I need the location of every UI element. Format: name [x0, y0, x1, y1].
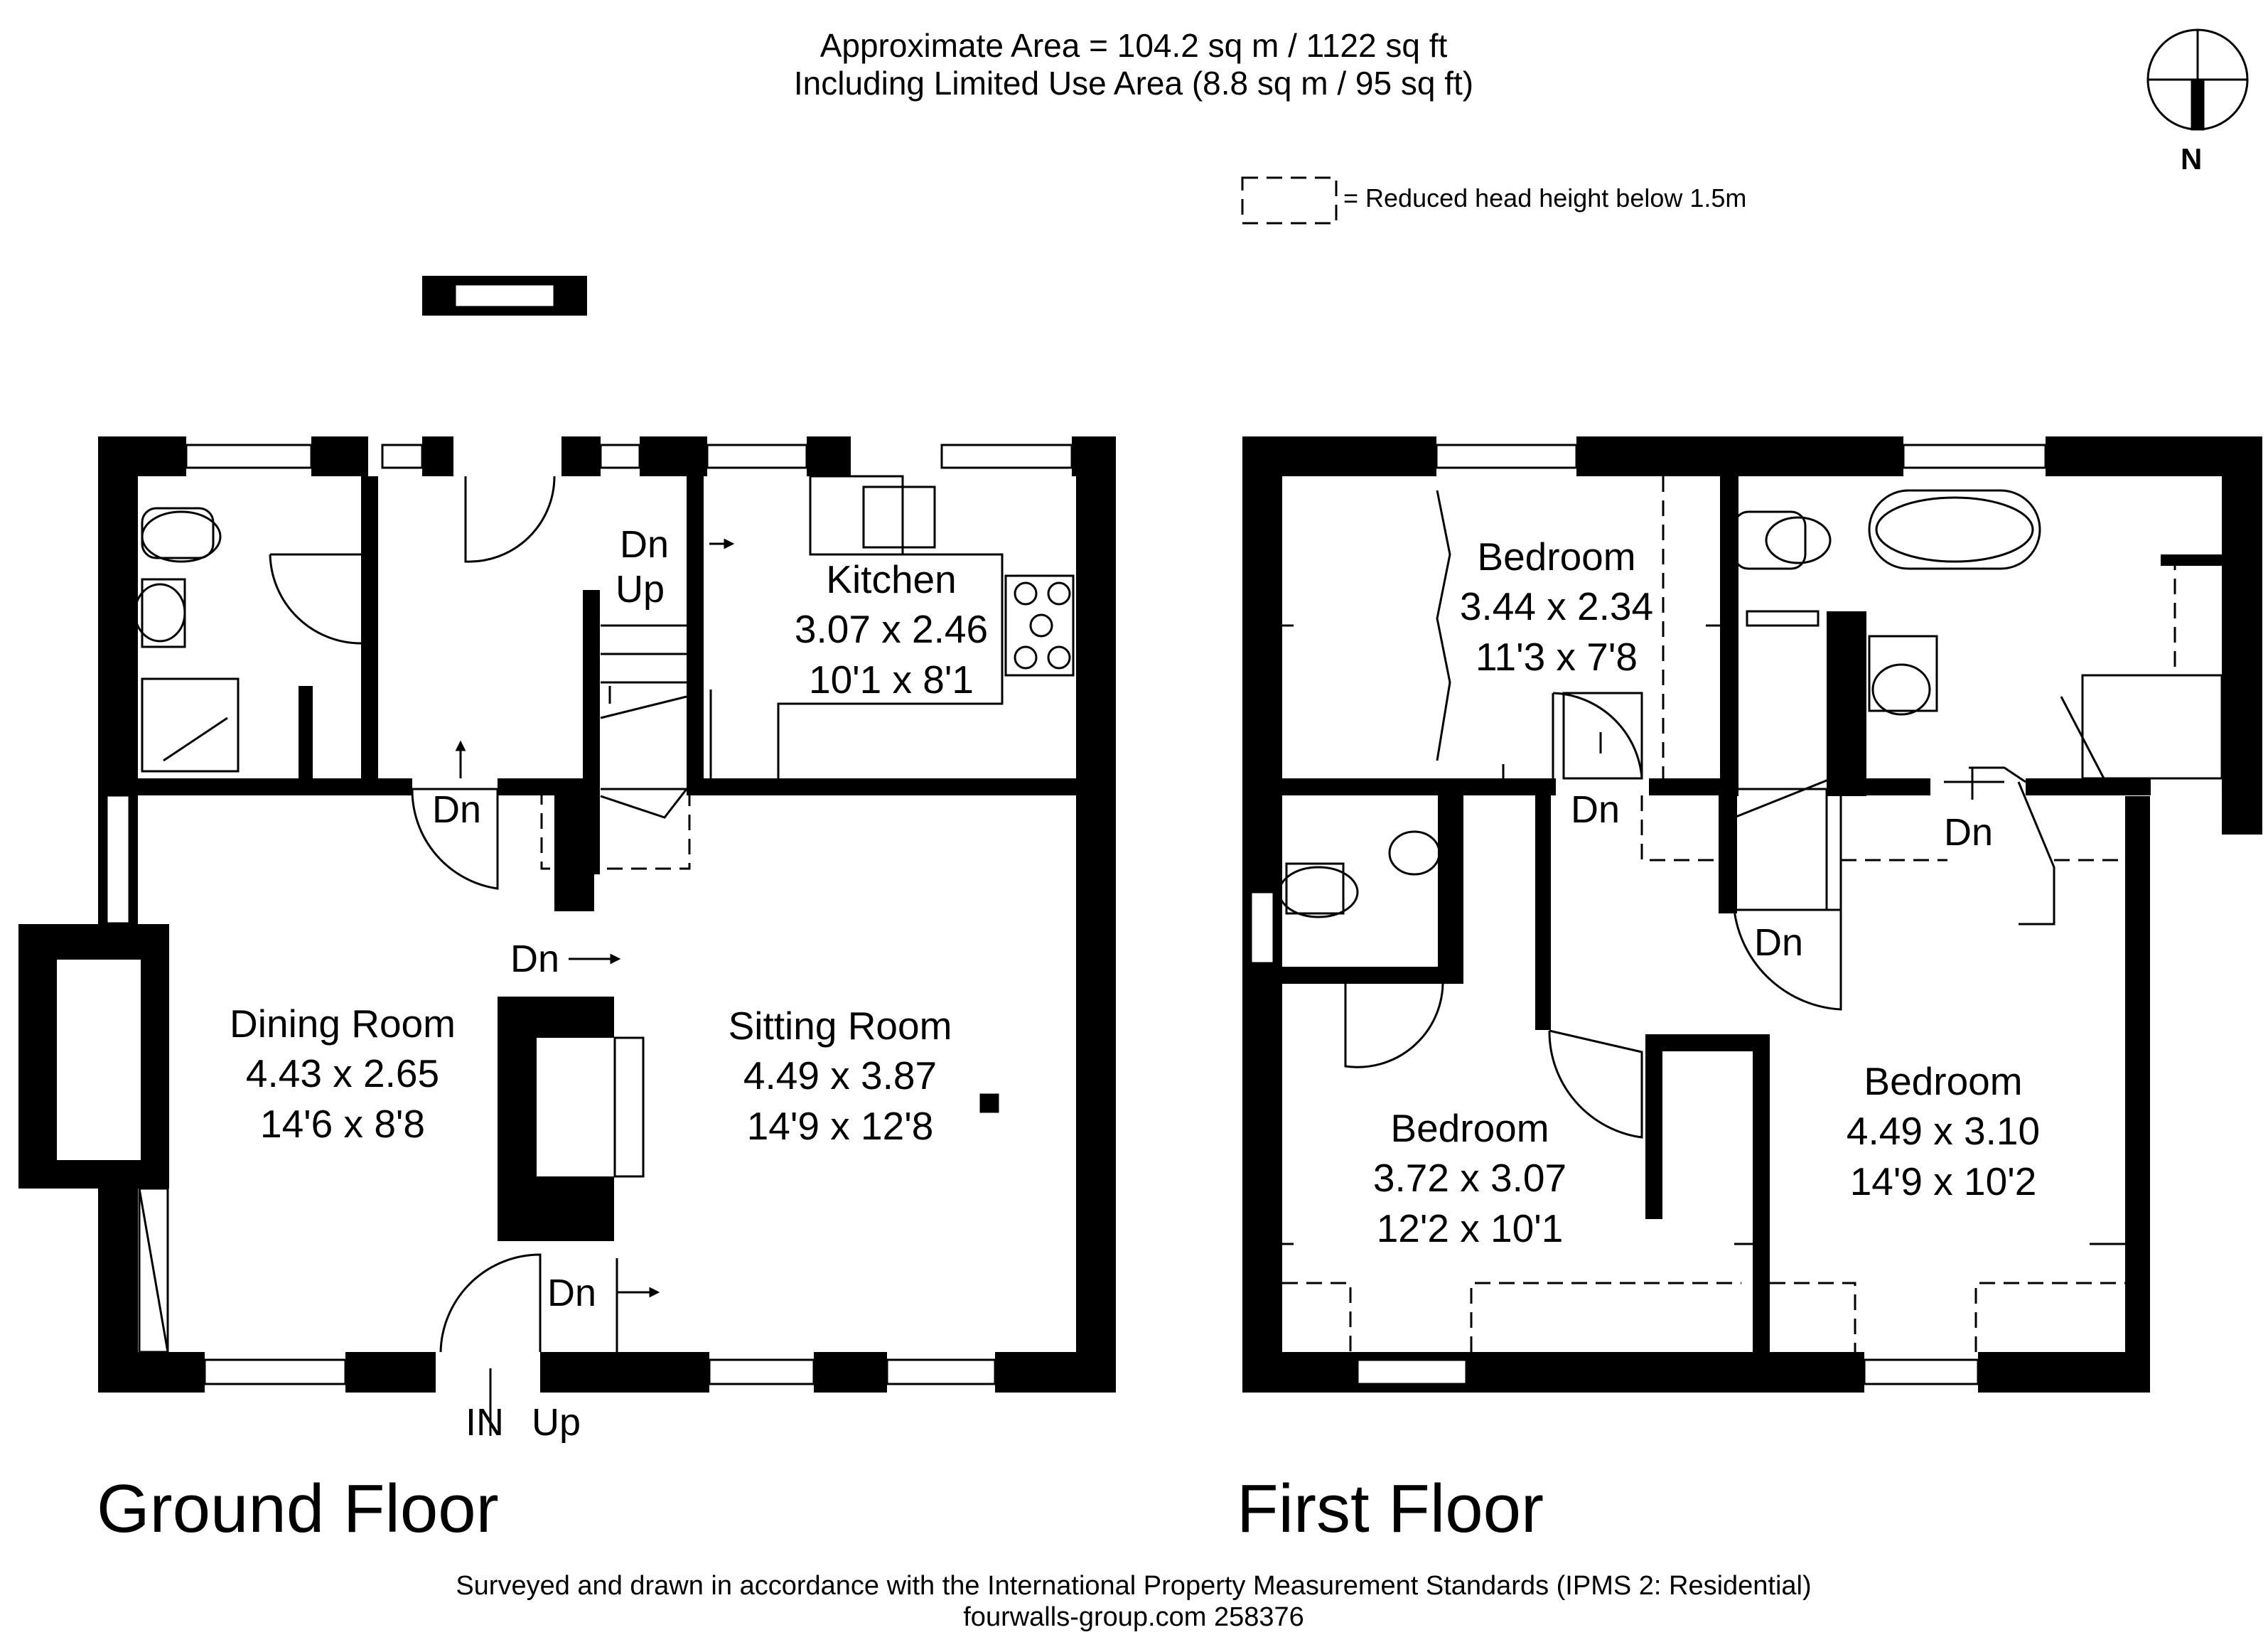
room-label-kitchen: Kitchen 3.07 x 2.46 10'1 x 8'1 — [795, 554, 988, 704]
room-imperial: 14'9 x 12'8 — [746, 1103, 934, 1148]
limited-use-line: Including Limited Use Area (8.8 sq m / 9… — [793, 64, 1474, 102]
stairs-up-label: Up — [616, 568, 665, 611]
step-down-label: Dn — [1944, 811, 1994, 854]
first-floor-plan — [1242, 436, 2262, 1393]
area-summary: Approximate Area = 104.2 sq m / 1122 sq … — [794, 27, 1473, 102]
stairs-down-label: Dn — [620, 523, 670, 566]
room-imperial: 12'2 x 10'1 — [1376, 1206, 1564, 1250]
step-down-label: Dn — [1571, 788, 1621, 831]
stairs-down-label: Dn — [1754, 921, 1804, 964]
entrance-label: IN — [466, 1401, 504, 1444]
room-imperial: 10'1 x 8'1 — [808, 657, 974, 702]
ground-floor-fixtures — [134, 475, 1075, 1353]
room-metric: 4.43 x 2.65 — [245, 1051, 440, 1096]
ground-floor-markers — [455, 538, 999, 1436]
room-metric: 3.07 x 2.46 — [794, 607, 989, 652]
room-metric: 3.72 x 3.07 — [1372, 1156, 1567, 1201]
room-imperial: 14'6 x 8'8 — [259, 1101, 426, 1146]
compass-north-label: N — [2181, 142, 2203, 176]
room-imperial: 11'3 x 7'8 — [1476, 634, 1638, 679]
footer: Surveyed and drawn in accordance with th… — [456, 1571, 1811, 1633]
step-up-label: Up — [532, 1401, 581, 1444]
footer-reference: fourwalls-group.com 258376 — [963, 1602, 1304, 1632]
room-imperial: 14'9 x 10'2 — [1849, 1159, 2037, 1203]
first-floor-fixtures — [1278, 489, 2223, 1217]
ground-floor-windows — [105, 444, 1073, 1385]
room-name: Bedroom — [1390, 1106, 1549, 1150]
area-line: Approximate Area = 104.2 sq m / 1122 sq … — [819, 27, 1448, 64]
window-key-symbol — [422, 276, 587, 316]
room-label-bedroom: Bedroom 3.72 x 3.07 12'2 x 10'1 — [1373, 1103, 1566, 1253]
step-down-label: Dn — [510, 938, 560, 980]
first-floor-windows — [1249, 444, 2047, 1385]
ground-floor-reduced-height — [540, 789, 691, 870]
footer-standard: Surveyed and drawn in accordance with th… — [456, 1571, 1812, 1601]
room-metric: 4.49 x 3.87 — [743, 1053, 937, 1098]
ground-floor-plan — [18, 436, 1116, 1436]
room-name: Sitting Room — [728, 1004, 952, 1048]
legend-dashed-box — [1241, 176, 1338, 225]
room-metric: 4.49 x 3.10 — [1846, 1109, 2041, 1154]
room-label-bedroom: Bedroom 3.44 x 2.34 11'3 x 7'8 — [1460, 532, 1653, 682]
room-label-dining-room: Dining Room 4.43 x 2.65 14'6 x 8'8 — [230, 999, 456, 1149]
legend-label: = Reduced head height below 1.5m — [1343, 183, 1747, 213]
step-down-label: Dn — [432, 788, 482, 831]
room-name: Dining Room — [230, 1002, 456, 1046]
room-name: Kitchen — [826, 557, 957, 601]
step-down-label: Dn — [547, 1272, 597, 1314]
ground-floor-walls — [18, 436, 1116, 1393]
room-name: Bedroom — [1864, 1059, 2023, 1103]
compass-icon — [2146, 28, 2249, 131]
first-floor-title: First Floor — [1237, 1471, 1544, 1547]
first-floor-reduced-height — [1282, 476, 2176, 1352]
room-label-sitting-room: Sitting Room 4.49 x 3.87 14'9 x 12'8 — [729, 1001, 952, 1151]
ground-floor-title: Ground Floor — [97, 1471, 499, 1547]
first-floor-markers — [1282, 624, 2125, 1245]
room-label-bedroom: Bedroom 4.49 x 3.10 14'9 x 10'2 — [1847, 1056, 2040, 1206]
room-name: Bedroom — [1477, 535, 1636, 579]
room-metric: 3.44 x 2.34 — [1459, 584, 1654, 629]
